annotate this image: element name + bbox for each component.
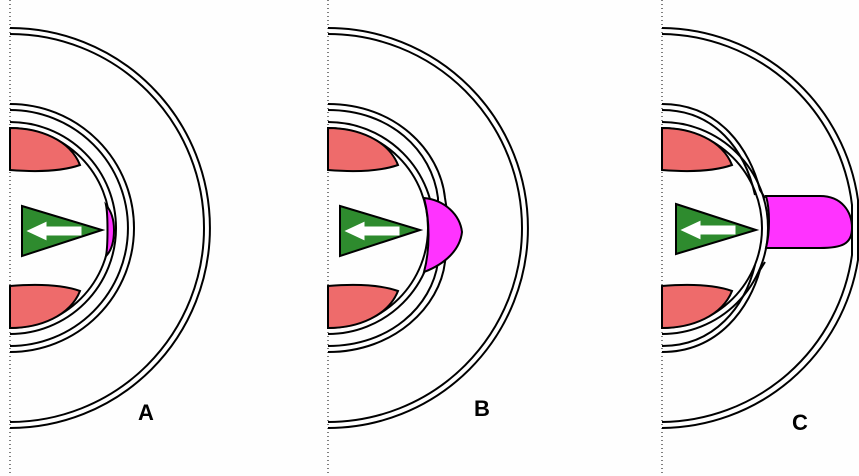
- panel-c-bulge: [764, 195, 854, 249]
- panel-b: B: [327, 0, 529, 476]
- panel-c-upper-lobe: [661, 126, 734, 173]
- panel-c-outer-ring-outer: [661, 27, 859, 429]
- panel-b-lower-lobe: [327, 283, 400, 330]
- panel-c: C: [661, 0, 859, 476]
- panel-a-outer-ring-inner: [9, 33, 205, 423]
- panel-b-label: B: [474, 396, 490, 421]
- panel-b-arrow: [344, 221, 400, 241]
- panel-c-lower-lobe: [661, 283, 734, 330]
- panel-c-arrow: [680, 220, 736, 240]
- panel-b-upper-lobe: [327, 126, 400, 173]
- panel-a-outer-ring-outer: [9, 27, 211, 429]
- panel-c-label: C: [792, 410, 808, 435]
- panel-a-inner-ring-outer: [9, 121, 117, 335]
- panel-b-outer-ring-outer: [327, 27, 529, 429]
- panel-c-outer-ring-inner: [661, 33, 853, 423]
- panel-a: A: [9, 0, 211, 476]
- panel-b-outer-ring-inner: [327, 33, 523, 423]
- panel-a-label: A: [138, 400, 154, 425]
- panel-b-bulge: [422, 196, 464, 274]
- panel-a-arrow: [26, 221, 82, 241]
- panel-a-middle-ring-inner: [9, 109, 129, 347]
- panel-a-middle-ring-outer: [9, 103, 135, 353]
- panel-a-upper-lobe: [9, 126, 82, 173]
- panel-a-lower-lobe: [9, 283, 82, 330]
- panel-a-bulge: [104, 201, 116, 259]
